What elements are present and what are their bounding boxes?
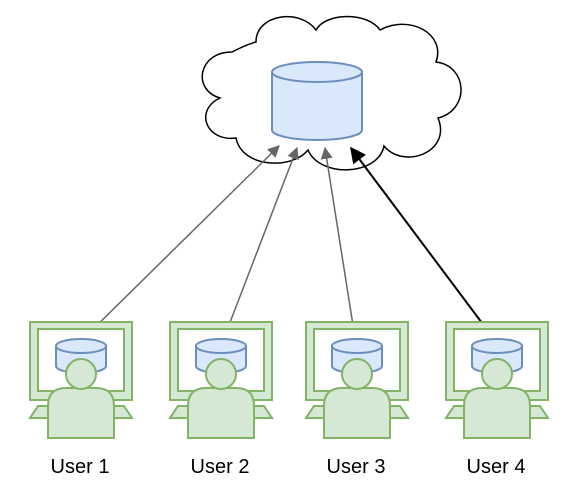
user-3-label: User 3 [327, 456, 386, 478]
user-2-label: User 2 [191, 456, 250, 478]
workstation-user-3 [305, 321, 409, 439]
sync-arrow-user-1 [82, 145, 280, 340]
user-4-label: User 4 [467, 456, 526, 478]
sync-arrow-user-2 [222, 146, 299, 340]
database-cylinder-icon [271, 61, 363, 141]
sync-arrow-user-3 [320, 146, 360, 340]
workstation-user-2 [169, 321, 273, 439]
user-1-label: User 1 [51, 456, 110, 478]
workstation-user-1 [29, 321, 133, 439]
workstation-user-4 [445, 321, 549, 439]
sync-arrow-user-4 [350, 146, 495, 341]
